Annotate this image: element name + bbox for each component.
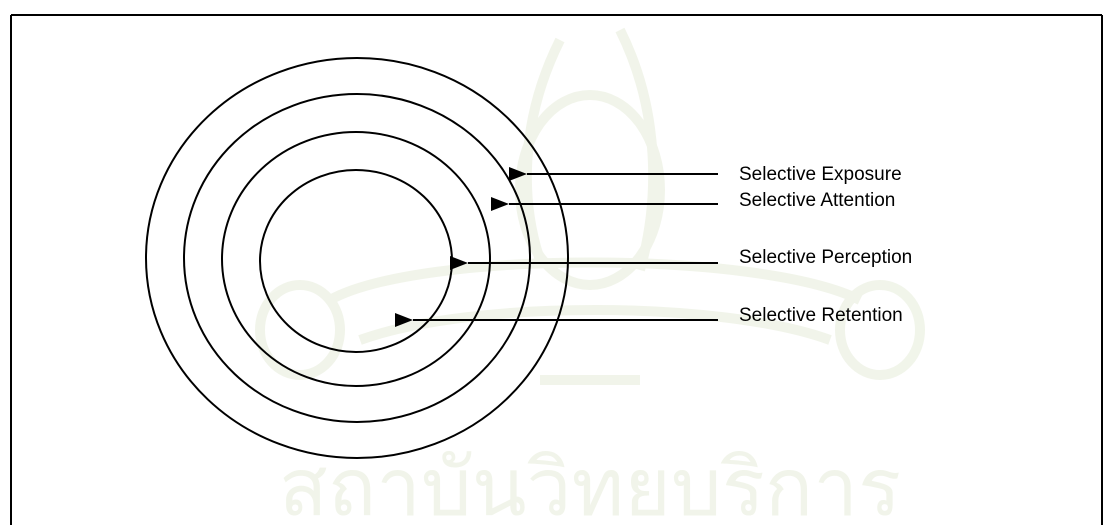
ring-retention [260, 170, 452, 352]
watermark-text: สถาบันวิทยบริการ [279, 441, 901, 525]
label-exposure: Selective Exposure [739, 164, 902, 185]
arrows [413, 174, 718, 320]
label-perception: Selective Perception [739, 247, 912, 268]
rings [146, 58, 568, 458]
label-retention: Selective Retention [739, 305, 903, 326]
watermark: สถาบันวิทยบริการ [260, 30, 920, 525]
ring-attention [184, 94, 530, 422]
ring-exposure [146, 58, 568, 458]
label-attention: Selective Attention [739, 190, 895, 211]
labels: Selective Exposure Selective Attention S… [739, 164, 912, 326]
